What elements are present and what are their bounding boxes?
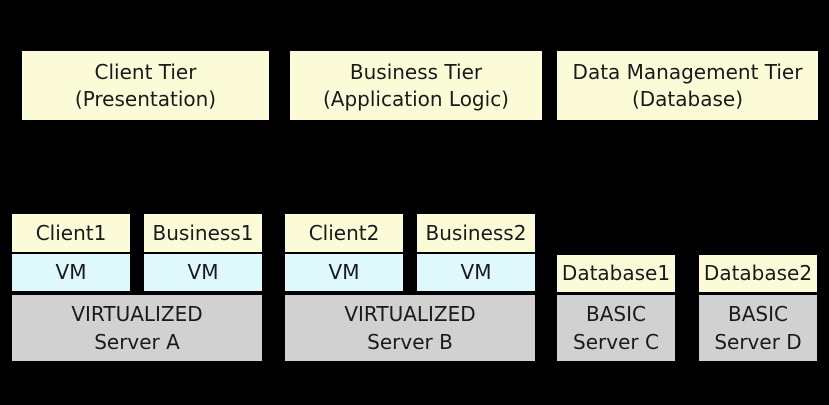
app-box-database1: Database1 — [556, 254, 676, 293]
tier-title: Business Tier — [349, 59, 483, 84]
tier-subtitle: (Database) — [631, 86, 744, 111]
vm-box-client1: VM — [11, 253, 131, 292]
server-name-label: Server D — [714, 330, 802, 354]
server-box-c: BASIC Server C — [556, 294, 676, 362]
app-box-client1: Client1 — [11, 213, 131, 253]
server-type-label: VIRTUALIZED — [71, 302, 203, 326]
app-label: Client2 — [308, 220, 380, 245]
server-box-d: BASIC Server D — [698, 294, 818, 362]
app-label: Business1 — [152, 220, 254, 245]
vm-label: VM — [187, 260, 219, 284]
tier-subtitle: (Presentation) — [74, 86, 217, 111]
vm-label: VM — [328, 260, 360, 284]
tier-box-client: Client Tier (Presentation) — [21, 50, 270, 121]
server-type-label: BASIC — [728, 302, 788, 326]
app-label: Client1 — [35, 220, 107, 245]
app-box-business1: Business1 — [143, 213, 263, 253]
vm-box-business2: VM — [416, 253, 536, 292]
tier-title: Client Tier — [94, 59, 197, 84]
server-type-label: VIRTUALIZED — [344, 302, 476, 326]
app-box-business2: Business2 — [416, 213, 536, 253]
app-box-database2: Database2 — [698, 254, 818, 293]
vm-box-business1: VM — [143, 253, 263, 292]
server-box-a: VIRTUALIZED Server A — [11, 294, 263, 362]
app-label: Database1 — [561, 261, 671, 285]
server-box-b: VIRTUALIZED Server B — [284, 294, 536, 362]
app-label: Business2 — [425, 220, 527, 245]
app-box-client2: Client2 — [284, 213, 404, 253]
vm-label: VM — [460, 260, 492, 284]
server-type-label: BASIC — [586, 302, 646, 326]
vm-label: VM — [55, 260, 87, 284]
vm-box-client2: VM — [284, 253, 404, 292]
server-name-label: Server A — [94, 330, 180, 354]
server-name-label: Server C — [573, 330, 659, 354]
server-name-label: Server B — [367, 330, 453, 354]
app-label: Database2 — [703, 261, 813, 285]
tier-subtitle: (Application Logic) — [323, 86, 509, 111]
tier-box-business: Business Tier (Application Logic) — [289, 50, 543, 121]
tier-title: Data Management Tier — [572, 59, 803, 84]
tier-box-data-management: Data Management Tier (Database) — [556, 50, 819, 121]
